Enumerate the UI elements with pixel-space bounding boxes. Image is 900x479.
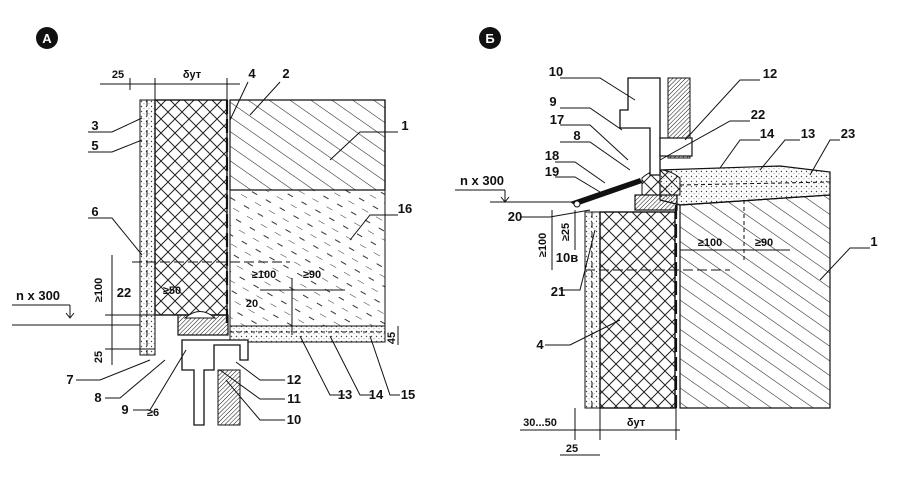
window-glass [217, 369, 241, 426]
label-b-ge90: ≥90 [755, 237, 773, 249]
drip-fastener-b [573, 200, 581, 208]
label-a-7: 7 [66, 372, 73, 387]
label-a-ge100b: ≥100 [252, 269, 276, 281]
label-a-6: 6 [91, 204, 98, 219]
label-b-ge100: ≥100 [537, 233, 549, 257]
drip-edge-b [570, 178, 642, 206]
label-b-1: 1 [870, 234, 877, 249]
label-a-3: 3 [91, 118, 98, 133]
sash-profile-b [659, 137, 693, 157]
detail-b: Б [455, 27, 878, 456]
label-b-25: 25 [566, 443, 578, 455]
label-a-8: 8 [94, 390, 101, 405]
foam-seal-b [641, 169, 681, 196]
insulation-board-b [599, 211, 676, 409]
label-b-21: 21 [551, 284, 565, 299]
label-b-30-50: 30...50 [523, 417, 557, 429]
structural-wall-b [679, 194, 831, 409]
label-a-45: 45 [386, 332, 398, 344]
label-a-2: 2 [282, 66, 289, 81]
label-a-12: 12 [287, 372, 301, 387]
label-b-10: 10 [549, 64, 563, 79]
label-a-10: 10 [287, 412, 301, 427]
insulation-board [154, 99, 228, 316]
label-a-13: 13 [338, 387, 352, 402]
detail-b-badge [479, 27, 501, 49]
window-frame-b [619, 77, 661, 176]
label-b-9: 9 [549, 94, 556, 109]
label-a-15: 15 [401, 387, 415, 402]
label-a-11: 11 [287, 391, 301, 406]
detail-b-badge-text: Б [485, 31, 494, 46]
label-a-22: 22 [117, 285, 131, 300]
label-a-delta: δут [183, 69, 202, 81]
label-a-ge90: ≥90 [303, 269, 321, 281]
label-b-23: 23 [841, 126, 855, 141]
label-b-18: 18 [545, 148, 559, 163]
level-arrow-b [500, 190, 510, 203]
label-b-12: 12 [763, 66, 777, 81]
foam-seal [183, 311, 217, 319]
label-a-ge6: ≥6 [147, 407, 159, 419]
label-a-9: 9 [121, 402, 128, 417]
label-a-14: 14 [369, 387, 384, 402]
leader-lines-b [520, 77, 870, 346]
window-frame [181, 339, 249, 426]
structural-wall [229, 99, 386, 191]
label-a-20: 20 [246, 298, 258, 310]
label-b-10v: 10в [556, 250, 578, 265]
label-b-14: 14 [760, 126, 775, 141]
leader-lines-a [76, 81, 400, 421]
label-b-22: 22 [751, 107, 765, 122]
level-arrow [65, 305, 75, 319]
label-a-ge50: ≥50 [163, 285, 181, 297]
label-a-25-left: 25 [93, 351, 105, 363]
label-a-16: 16 [398, 201, 412, 216]
label-b-13: 13 [801, 126, 815, 141]
detail-a-badge-text: А [42, 31, 52, 46]
head-seal-b [634, 194, 678, 211]
label-b-nx300: n x 300 [460, 173, 504, 188]
slab-finish [229, 325, 386, 343]
label-a-4: 4 [248, 66, 256, 81]
detail-a: А [12, 27, 415, 427]
label-b-delta: δут [627, 417, 646, 429]
label-a-1: 1 [401, 118, 408, 133]
label-b-4: 4 [536, 337, 544, 352]
label-a-5: 5 [91, 138, 98, 153]
label-b-19: 19 [545, 164, 559, 179]
label-b-ge25: ≥25 [560, 223, 572, 241]
label-b-20: 20 [508, 209, 522, 224]
label-b-8: 8 [573, 128, 580, 143]
label-a-nx300: n x 300 [16, 288, 60, 303]
label-b-ge100b: ≥100 [698, 237, 722, 249]
plaster-layer [139, 99, 156, 356]
detail-a-badge [36, 27, 58, 49]
label-a-25-top: 25 [112, 69, 124, 81]
label-a-ge100: ≥100 [93, 278, 105, 302]
label-b-17: 17 [550, 112, 564, 127]
